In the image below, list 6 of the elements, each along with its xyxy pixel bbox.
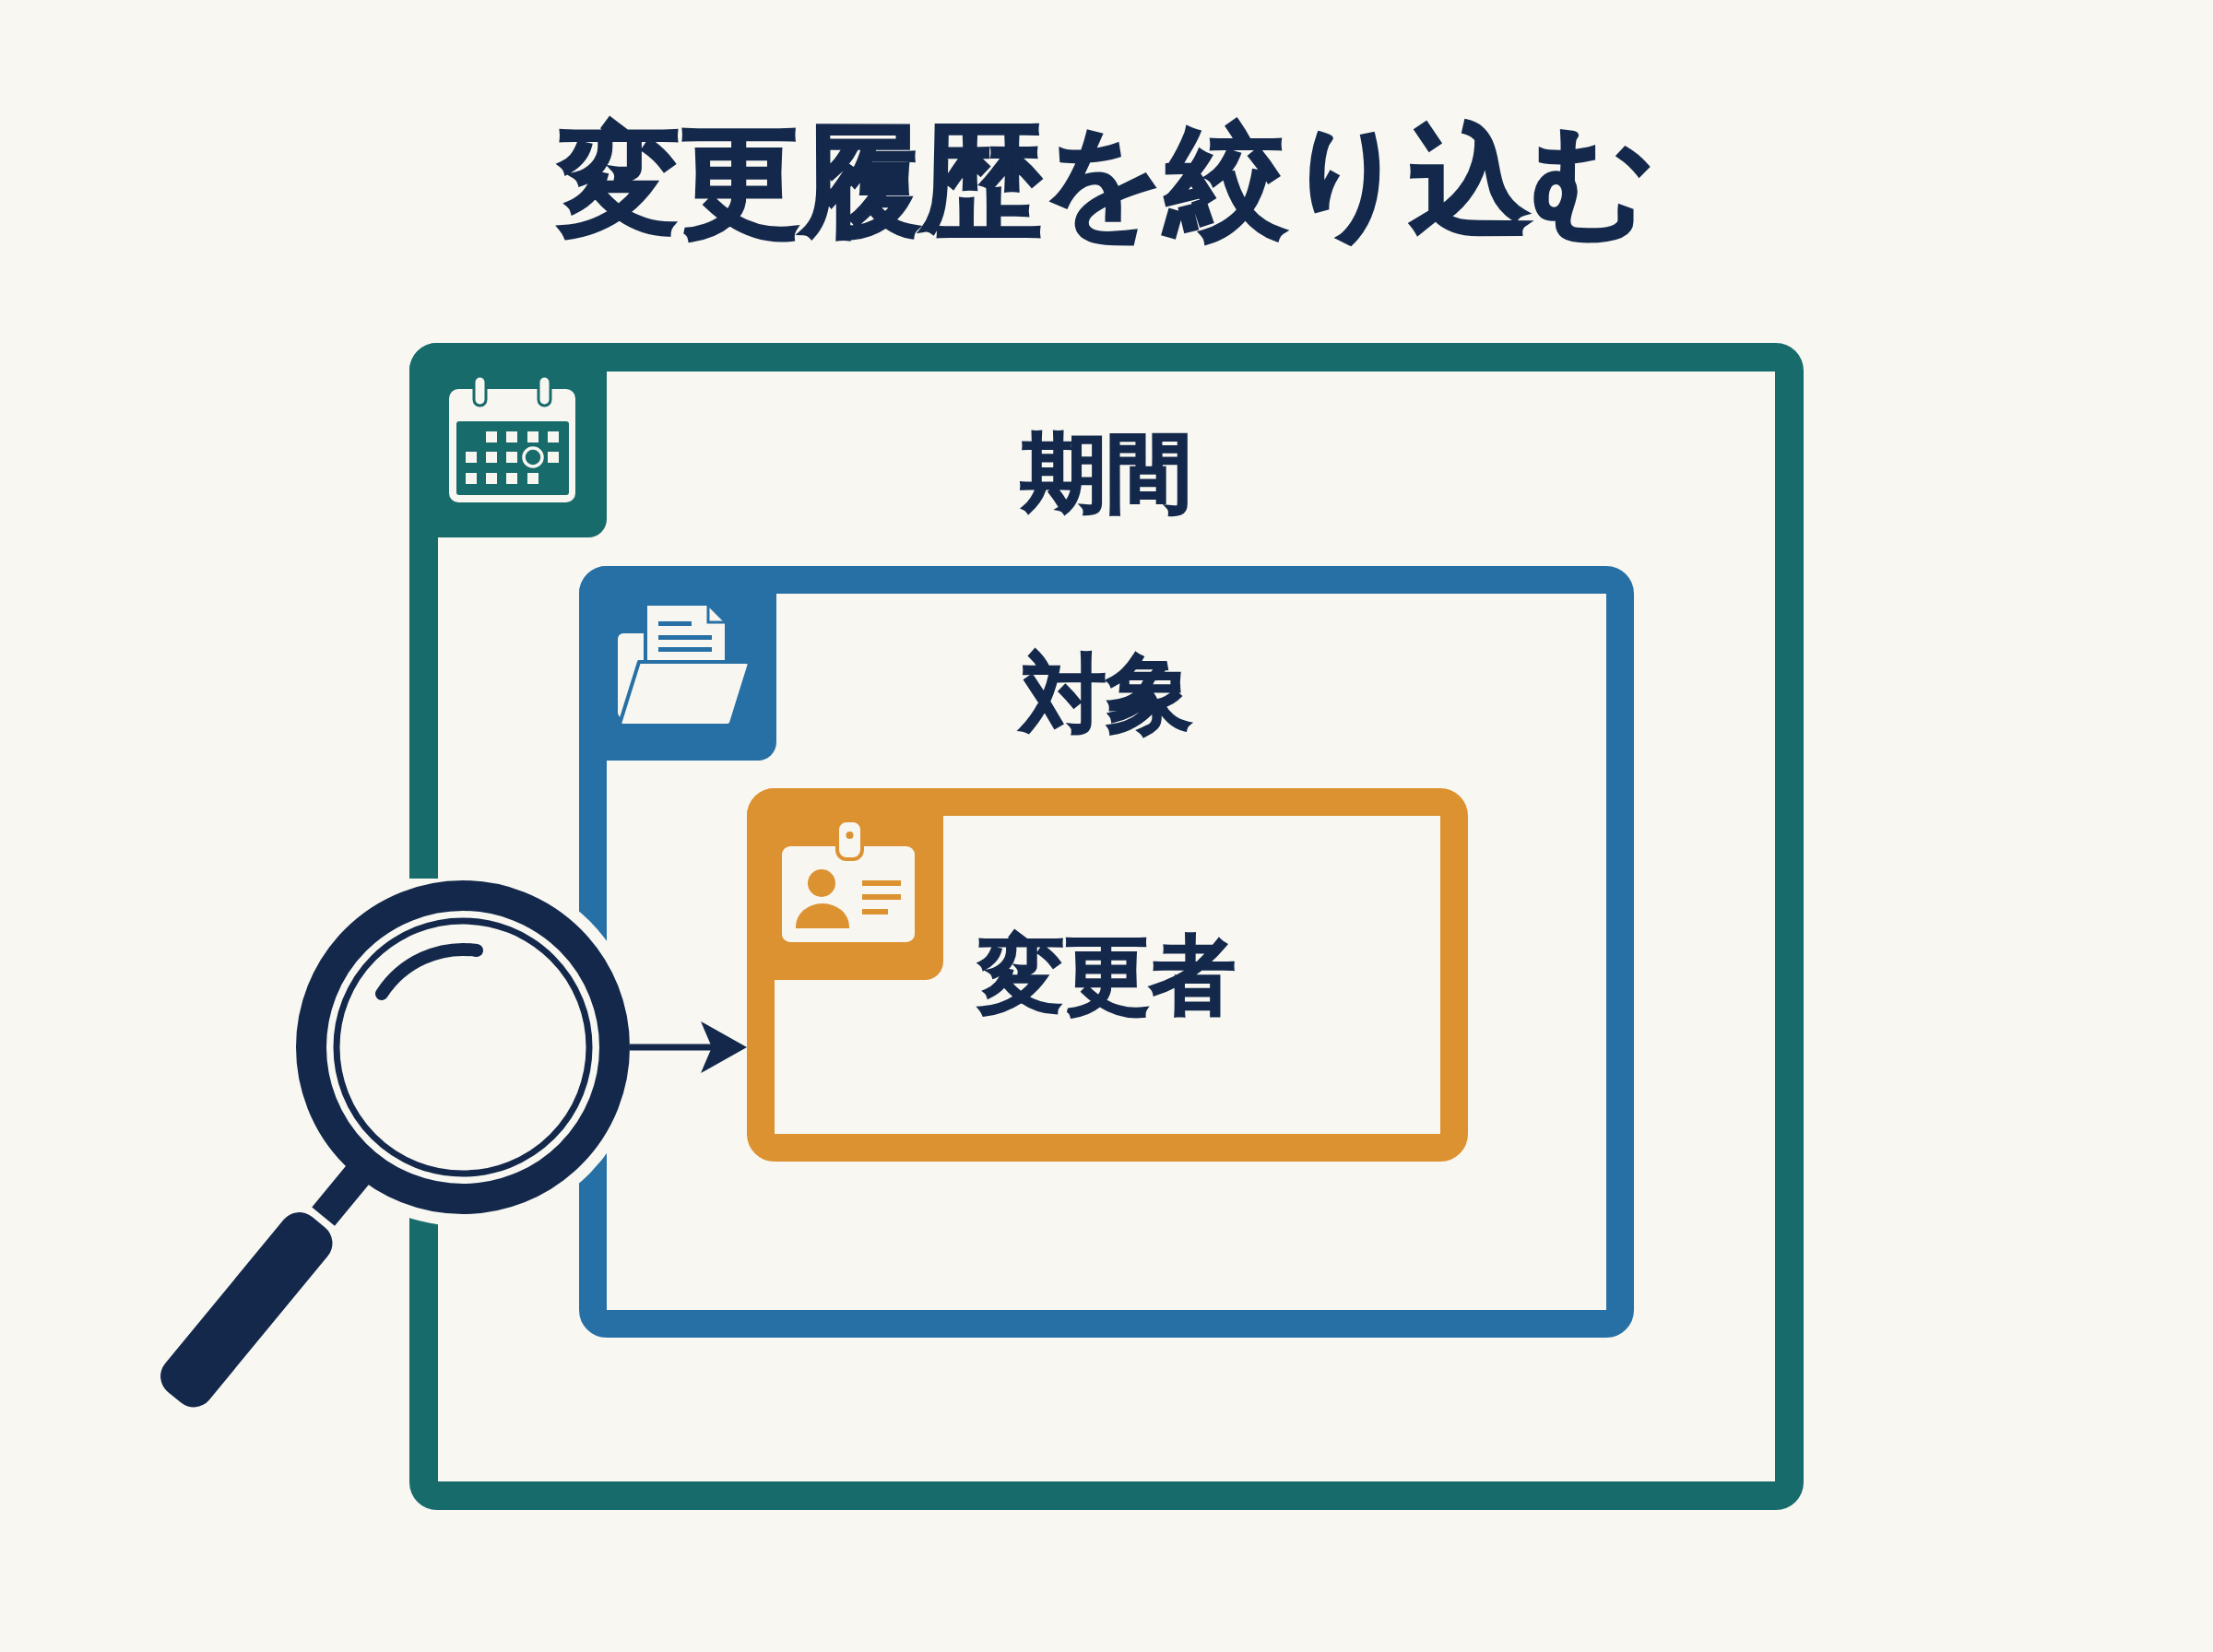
arrow [630,1021,747,1073]
box-heading: 期間 [1021,430,1192,516]
frame-box [747,788,1468,1162]
box-heading: 変更者 [977,932,1236,1019]
frame-box [579,566,1634,1338]
box-heading: 対象 [1021,651,1192,738]
